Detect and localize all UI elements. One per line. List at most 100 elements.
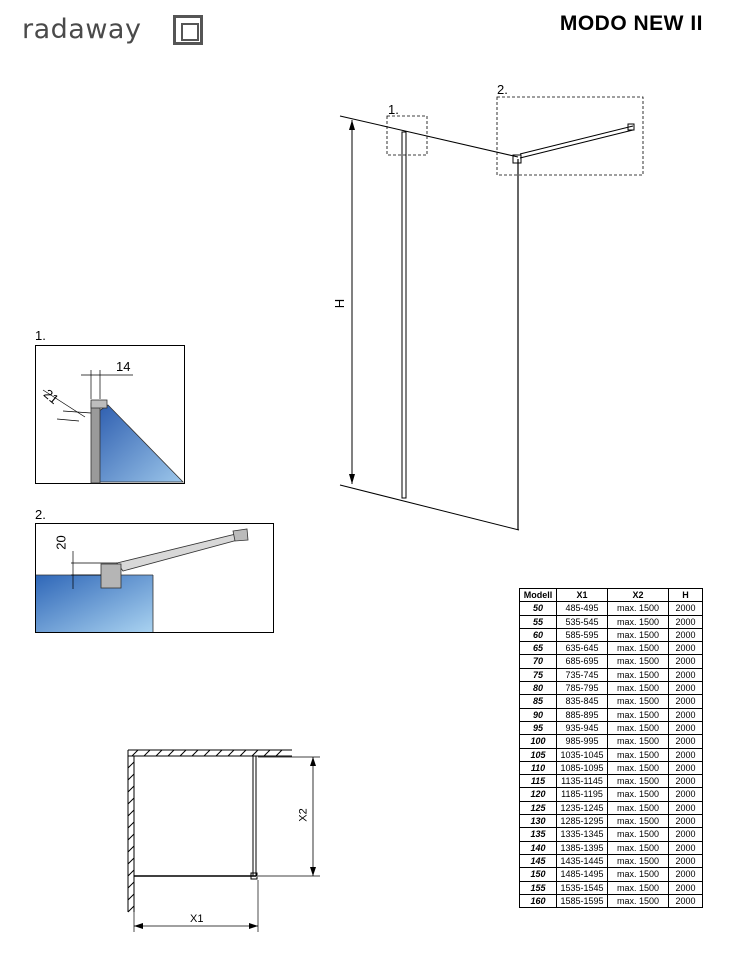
cell-x2: max. 1500 <box>607 880 669 895</box>
cell-x2: max. 1500 <box>607 747 669 762</box>
cell-h: 2000 <box>668 601 703 616</box>
cell-h: 2000 <box>668 774 703 789</box>
cell-model: 85 <box>519 694 557 709</box>
cell-model: 70 <box>519 654 557 669</box>
cell-model: 140 <box>519 840 557 855</box>
cell-x1: 985-995 <box>556 734 608 749</box>
cell-model: 90 <box>519 707 557 722</box>
cell-x1: 685-695 <box>556 654 608 669</box>
cell-h: 2000 <box>668 614 703 629</box>
cell-x1: 485-495 <box>556 601 608 616</box>
cell-model: 155 <box>519 880 557 895</box>
cell-x2: max. 1500 <box>607 654 669 669</box>
cell-x2: max. 1500 <box>607 893 669 909</box>
logo-text: radaway <box>22 14 142 45</box>
cell-model: 80 <box>519 681 557 696</box>
cell-x2: max. 1500 <box>607 787 669 802</box>
cell-x2: max. 1500 <box>607 681 669 696</box>
cell-h: 2000 <box>668 654 703 669</box>
cell-x2: max. 1500 <box>607 720 669 736</box>
header-x1: X1 <box>556 587 608 603</box>
cell-h: 2000 <box>668 667 703 683</box>
main-detail-1-label: 1. <box>388 102 399 117</box>
cell-model: 65 <box>519 641 557 656</box>
cell-x1: 935-945 <box>556 720 608 736</box>
cell-x1: 1485-1495 <box>556 867 608 882</box>
cell-x2: max. 1500 <box>607 641 669 656</box>
cell-h: 2000 <box>668 707 703 722</box>
cell-h: 2000 <box>668 880 703 895</box>
cell-x1: 585-595 <box>556 627 608 643</box>
cell-x1: 1535-1545 <box>556 880 608 895</box>
header-modell: Modell <box>519 587 557 603</box>
detail-1-drawing <box>35 345 185 484</box>
cell-x1: 1185-1195 <box>556 787 608 802</box>
cell-h: 2000 <box>668 814 703 829</box>
cell-h: 2000 <box>668 840 703 855</box>
cell-h: 2000 <box>668 694 703 709</box>
cell-model: 55 <box>519 614 557 629</box>
cell-h: 2000 <box>668 734 703 749</box>
cell-model: 130 <box>519 814 557 829</box>
cell-model: 115 <box>519 774 557 789</box>
header-x2: X2 <box>607 587 669 603</box>
cell-h: 2000 <box>668 827 703 842</box>
cell-model: 95 <box>519 720 557 736</box>
cell-x1: 1385-1395 <box>556 840 608 855</box>
cell-model: 135 <box>519 827 557 842</box>
cell-model: 75 <box>519 667 557 683</box>
cell-h: 2000 <box>668 867 703 882</box>
cell-h: 2000 <box>668 681 703 696</box>
cell-h: 2000 <box>668 800 703 816</box>
cell-x2: max. 1500 <box>607 667 669 683</box>
cell-x2: max. 1500 <box>607 627 669 643</box>
cell-x1: 1035-1045 <box>556 747 608 762</box>
cell-x2: max. 1500 <box>607 707 669 722</box>
cell-x2: max. 1500 <box>607 827 669 842</box>
cell-x1: 1135-1145 <box>556 774 608 789</box>
cell-h: 2000 <box>668 853 703 869</box>
cell-x2: max. 1500 <box>607 601 669 616</box>
cell-x2: max. 1500 <box>607 800 669 816</box>
cell-h: 2000 <box>668 893 703 909</box>
cell-model: 110 <box>519 760 557 776</box>
cell-x2: max. 1500 <box>607 853 669 869</box>
logo-square-icon <box>173 15 203 45</box>
plan-x1-label: X1 <box>190 913 204 925</box>
detail-1-width-dim: 14 <box>116 359 131 374</box>
cell-x1: 1235-1245 <box>556 800 608 816</box>
cell-model: 105 <box>519 747 557 762</box>
cell-h: 2000 <box>668 747 703 762</box>
cell-model: 100 <box>519 734 557 749</box>
detail-2-drawing <box>35 523 274 633</box>
cell-x2: max. 1500 <box>607 760 669 776</box>
spec-table-header-row: Modell X1 X2 H <box>519 587 703 603</box>
brand-logo: radaway <box>22 12 203 52</box>
cell-h: 2000 <box>668 627 703 643</box>
cell-x1: 635-645 <box>556 641 608 656</box>
detail-2-label: 2. <box>35 507 46 522</box>
cell-x1: 785-795 <box>556 681 608 696</box>
cell-h: 2000 <box>668 641 703 656</box>
cell-x1: 735-745 <box>556 667 608 683</box>
cell-x2: max. 1500 <box>607 814 669 829</box>
